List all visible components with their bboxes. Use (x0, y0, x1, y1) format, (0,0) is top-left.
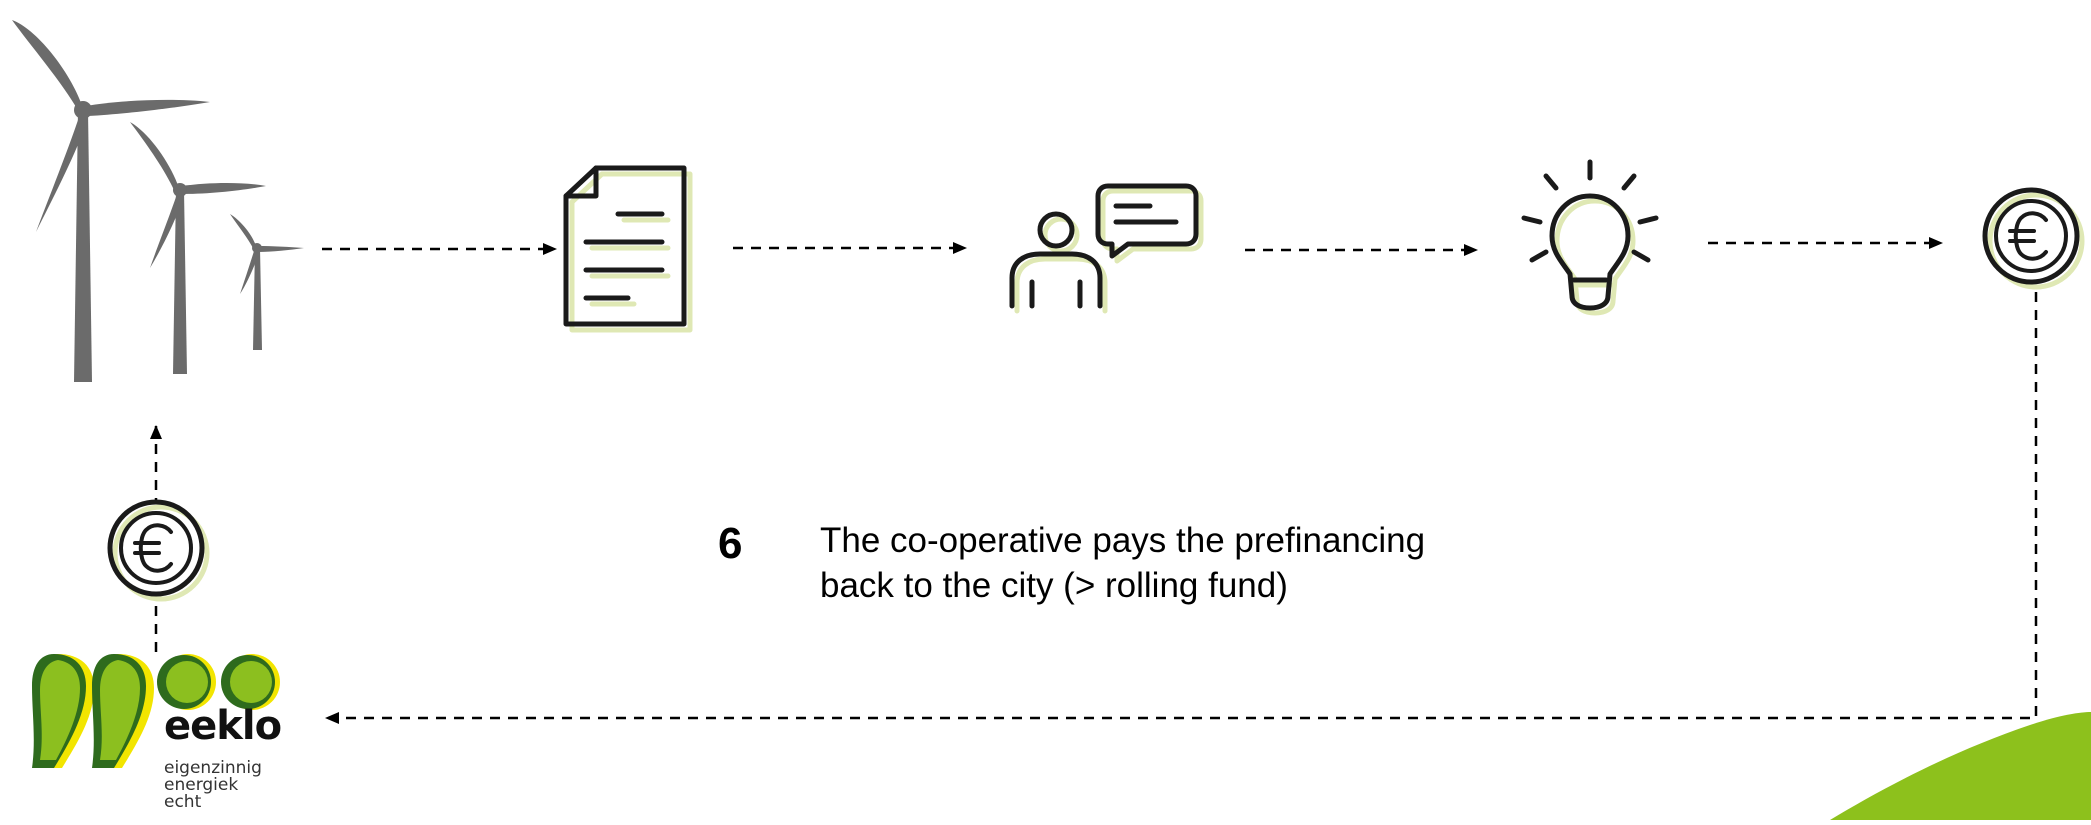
logo-wordmark: eeklo (164, 703, 282, 749)
person-speech-bubble-icon (1009, 183, 1204, 314)
logo-tagline-line: echt (164, 792, 202, 812)
arrow-coin-back-to-city (325, 292, 2038, 724)
logo-tagline-line: energiek (164, 775, 239, 795)
eeklo-logo (32, 654, 280, 768)
step-description: The co-operative pays the prefinancing b… (820, 521, 1426, 605)
logo-tagline: eigenzinnig energiek echt (164, 760, 262, 811)
step-number: 6 (718, 519, 743, 568)
lightbulb-icon (1521, 159, 1659, 316)
euro-coin-icon (107, 499, 210, 602)
logo-tagline-line: eigenzinnig (164, 758, 262, 778)
document-icon (563, 165, 693, 333)
wind-turbines-icon (12, 20, 304, 382)
euro-coin-icon (1982, 187, 2085, 290)
decorative-green-swoosh (1830, 712, 2091, 820)
